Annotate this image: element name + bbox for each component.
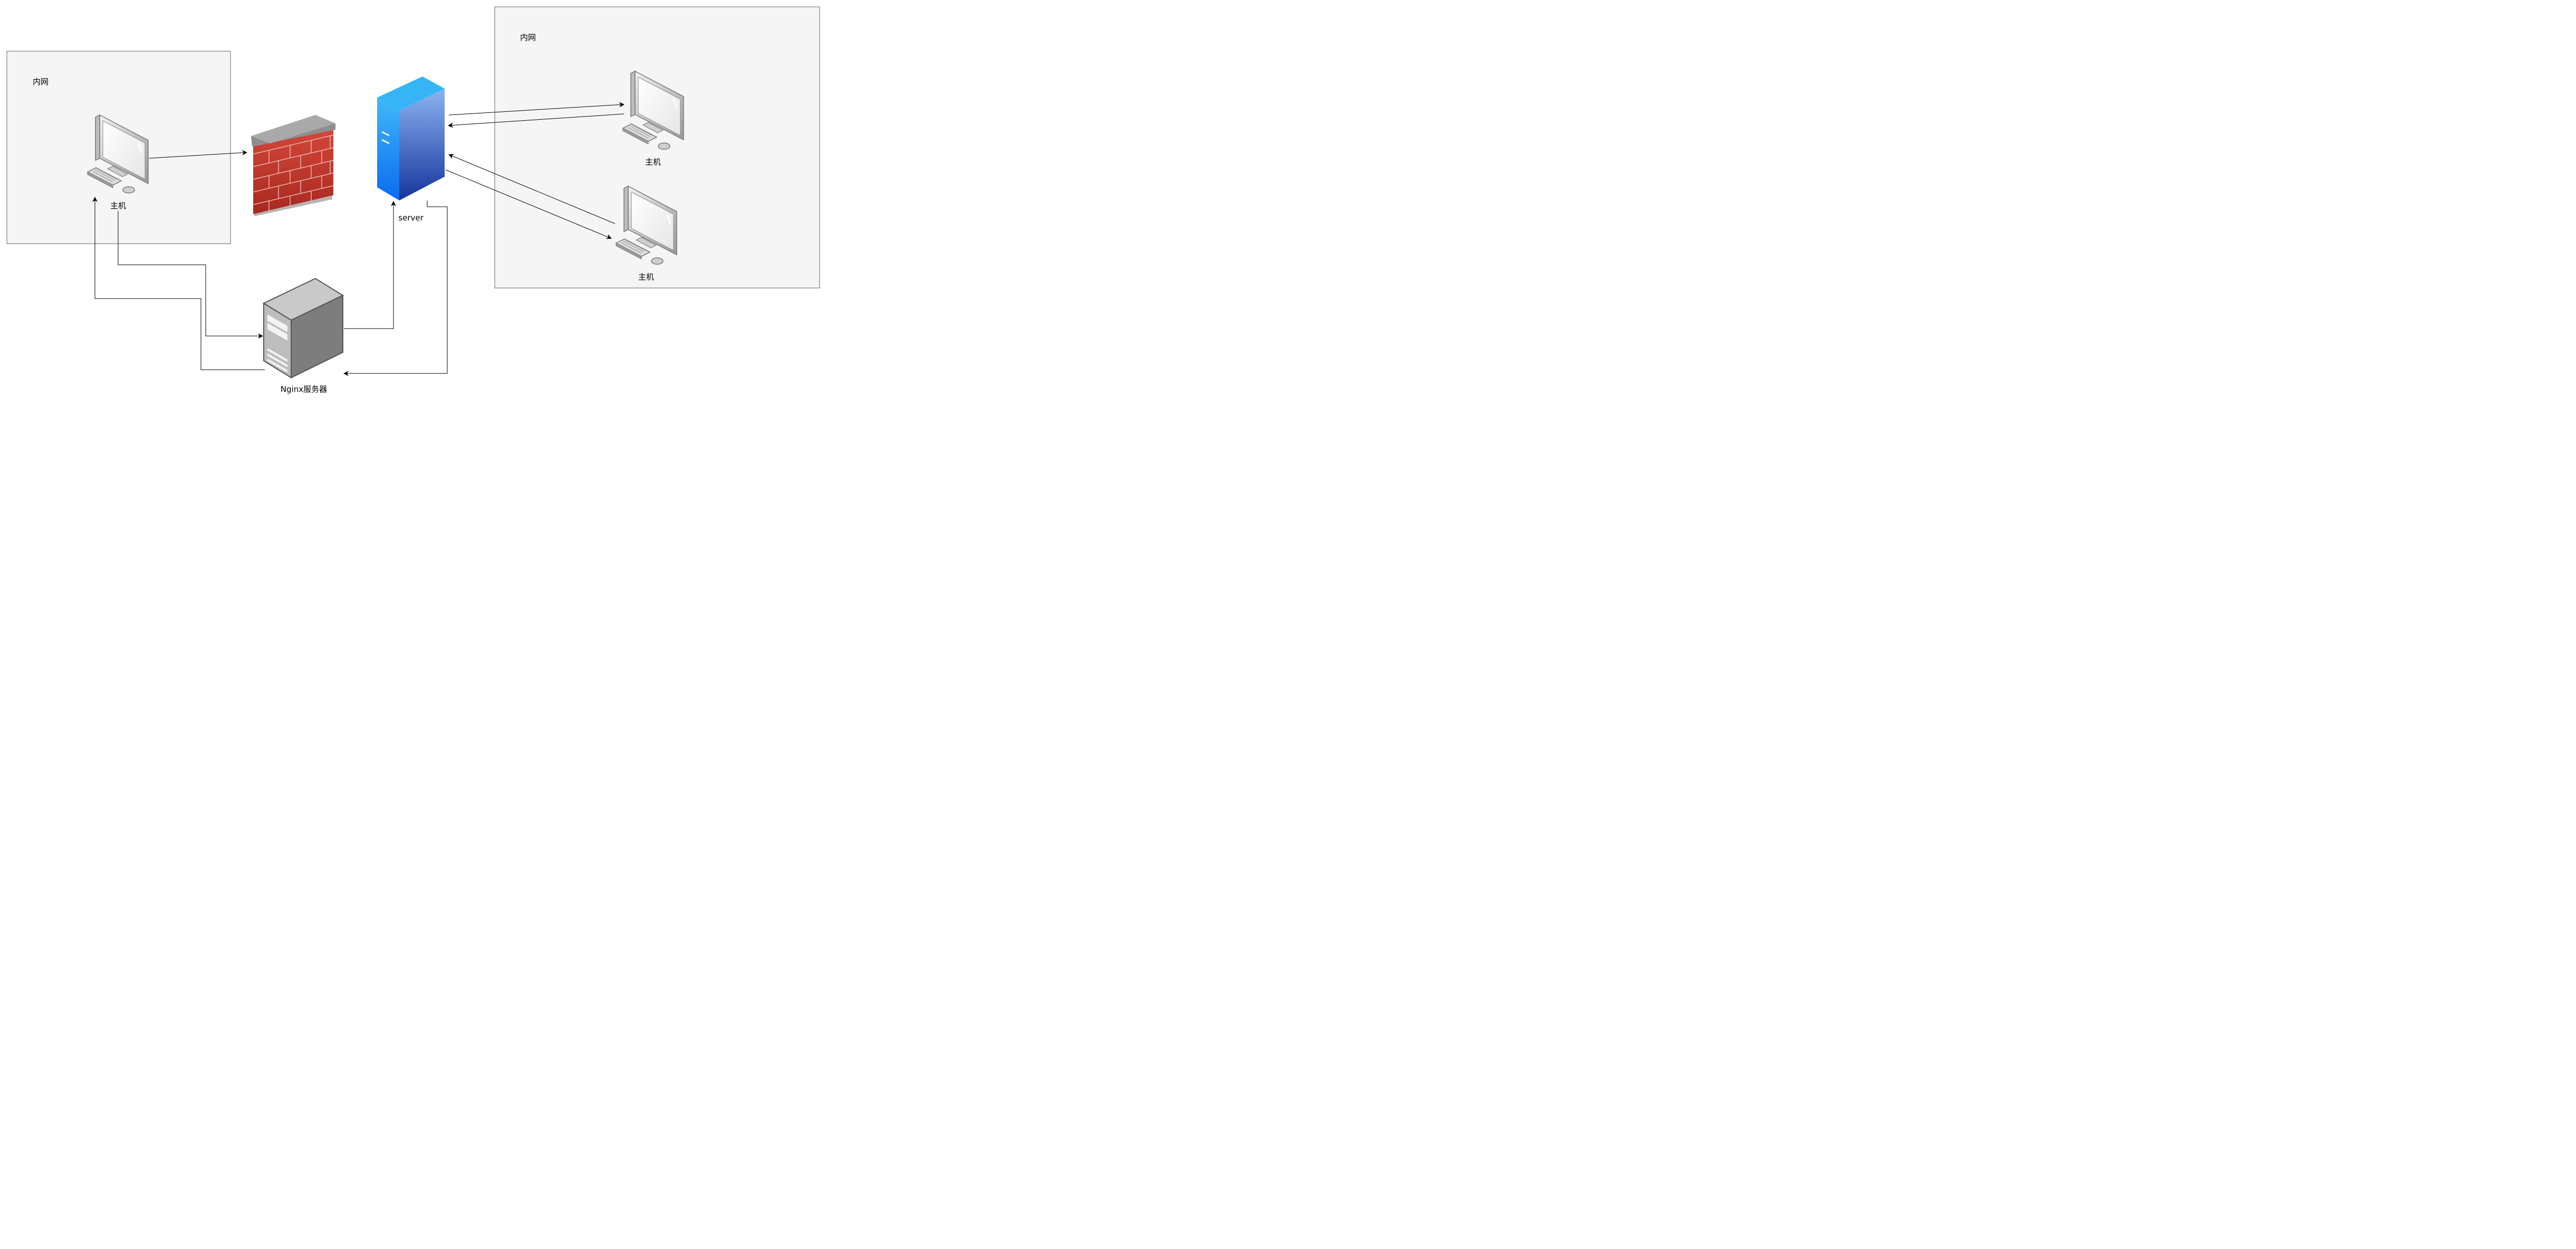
server-label: server <box>398 213 424 223</box>
nginx-server-label: Nginx服务器 <box>281 385 327 394</box>
host-right-top-label: 主机 <box>645 157 661 167</box>
edge-host-right-bottom-to-server <box>448 153 616 224</box>
firewall-icon[interactable] <box>251 115 335 216</box>
nginx-server-icon[interactable] <box>262 277 344 379</box>
host-left-label: 主机 <box>110 201 126 210</box>
network-diagram: 内网 内网 主机 主机 主机 server <box>6 6 820 394</box>
host-right-bottom-label: 主机 <box>638 272 654 282</box>
server-icon[interactable] <box>377 76 445 200</box>
edge-nginx-to-server <box>344 201 396 329</box>
left-intranet-label: 内网 <box>33 77 49 87</box>
edge-server-to-host-right-bottom <box>445 169 612 239</box>
edge-server-to-nginx <box>343 200 448 376</box>
edge-host-left-to-firewall <box>149 150 247 159</box>
edge-nginx-to-host-left <box>92 197 265 370</box>
edge-host-right-top-to-server <box>448 113 624 128</box>
edge-host-left-to-nginx <box>118 211 263 339</box>
right-intranet-label: 内网 <box>520 33 536 42</box>
right-intranet-zone <box>494 6 820 289</box>
edge-server-to-host-right-top <box>448 102 624 116</box>
